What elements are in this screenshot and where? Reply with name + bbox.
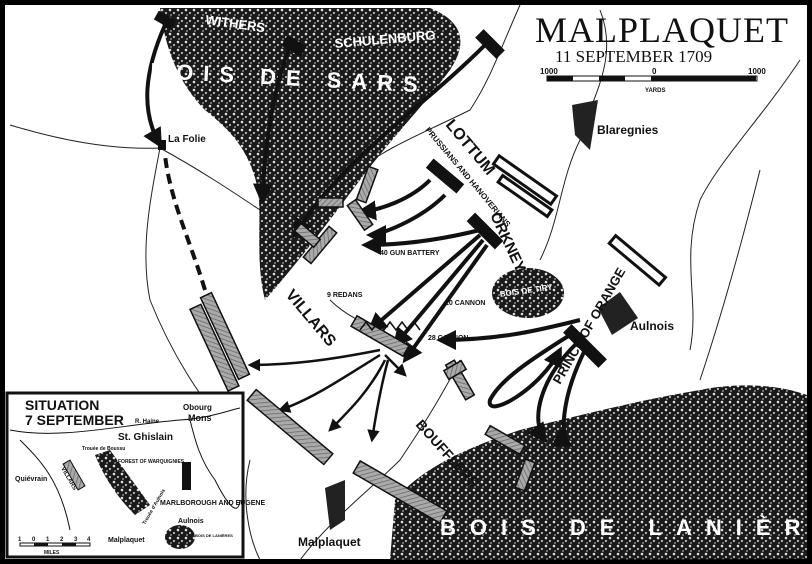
- cannon28-label: 28 CANNON: [428, 335, 468, 342]
- inset-scale-tick: 1: [18, 537, 22, 543]
- blaregnies-village: [572, 100, 598, 150]
- inset-scale-tick: 4: [87, 537, 91, 543]
- inset-label: Aulnois: [178, 518, 204, 525]
- redans-label: 9 REDANS: [327, 292, 363, 299]
- french-units: [189, 165, 536, 525]
- allied-units: [153, 10, 668, 368]
- streams: [9, 4, 801, 561]
- bois-de-tiry: [492, 268, 564, 318]
- malplaquet-village: [325, 480, 345, 530]
- inset-label: Obourg: [183, 403, 212, 412]
- inset-scale-tick: 2: [60, 537, 64, 543]
- inset-scale-tick: 3: [74, 537, 78, 543]
- bois-de-lanieres-label: BOIS DE LANIÈRES: [440, 515, 812, 540]
- inset-label: Trouée de Boussu: [82, 446, 125, 452]
- inset-label: R. Haine: [135, 419, 160, 425]
- inset-label: Quiévrain: [15, 476, 47, 483]
- inset-subtitle: 7 SEPTEMBER: [25, 412, 124, 428]
- inset-label: FOREST OF WARQUIGNIES: [118, 459, 185, 465]
- inset-label: St. Ghislain: [118, 432, 173, 443]
- scale-unit: YARDS: [645, 88, 665, 94]
- battery-label: 40 GUN BATTERY: [380, 250, 440, 257]
- inset-label: Mons: [188, 413, 212, 423]
- scale-bar: 1000 0 1000 YARDS: [540, 67, 766, 94]
- inset-label: BOIS DE LANIÈRES: [195, 533, 233, 538]
- aulnois-label: Aulnois: [630, 319, 674, 333]
- blaregnies-label: Blaregnies: [597, 123, 659, 137]
- inset-scale-tick: 1: [46, 537, 50, 543]
- map-date: 11 SEPTEMBER 1709: [555, 47, 712, 66]
- inset-title: SITUATION: [25, 397, 99, 413]
- allied-attack-arrows: [143, 24, 587, 447]
- inset-map: SITUATION 7 SEPTEMBER R. Haine Obourg Mo…: [5, 391, 265, 559]
- bois-de-sars: [160, 8, 461, 300]
- la-folie-village: [158, 140, 166, 150]
- scale-tick: 0: [652, 67, 657, 76]
- inset-scale-unit: MILES: [44, 550, 60, 556]
- scale-tick: 1000: [540, 67, 558, 76]
- map-title: MALPLAQUET: [535, 10, 789, 50]
- inset-label: MARLBOROUGH AND EUGENE: [160, 500, 265, 507]
- malplaquet-label: Malplaquet: [298, 535, 361, 549]
- french-arrows: [247, 348, 407, 443]
- scale-tick: 1000: [748, 67, 766, 76]
- redans: [359, 320, 421, 332]
- la-folie-dashed-arrow: [163, 154, 207, 291]
- inset-scale-tick: 0: [32, 537, 36, 543]
- la-folie-label: La Folie: [168, 134, 206, 145]
- aulnois-village: [598, 292, 638, 335]
- bois-de-lanieres: [390, 385, 807, 560]
- inset-label: Malplaquet: [108, 537, 145, 544]
- cannon20-label: 20 CANNON: [445, 300, 485, 307]
